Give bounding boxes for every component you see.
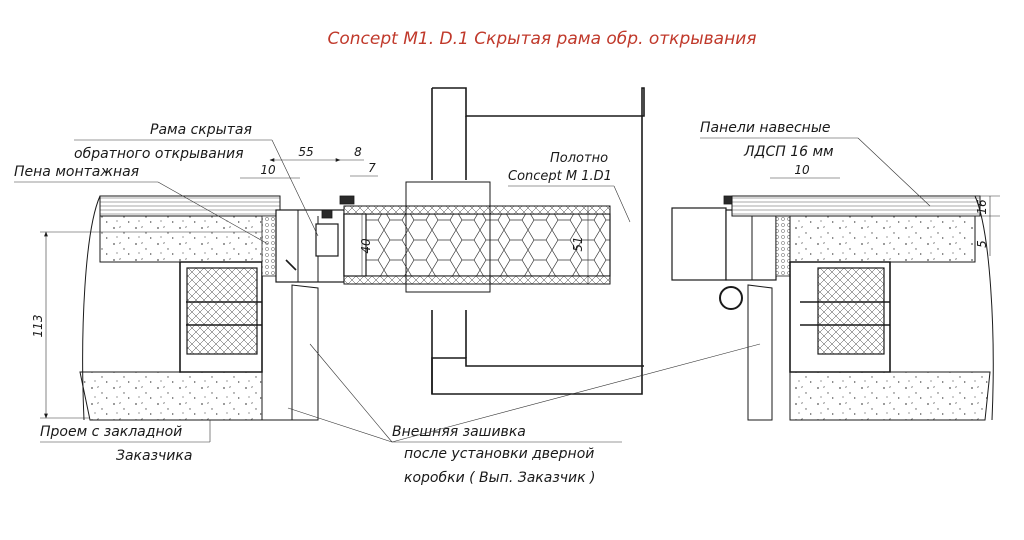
label-panels-line2: ЛДСП 16 мм: [743, 144, 834, 160]
leader: [309, 343, 393, 443]
label-opening-line2: Заказчика: [116, 448, 192, 464]
label-frame-line2: обратного открывания: [74, 146, 244, 162]
hinge-knob: [719, 286, 743, 310]
right-frame-profile: [725, 209, 777, 281]
door-leaf-skin-bottom: [343, 275, 611, 285]
door-leaf-edge: [343, 213, 367, 277]
dim-10-right: 10: [794, 163, 810, 177]
dim-5: 5: [975, 240, 989, 248]
left-frame-chamber: [315, 223, 339, 257]
right-concrete-lower: [789, 371, 991, 421]
leader: [391, 343, 761, 443]
leader: [271, 139, 319, 237]
left-concrete-lower: [79, 371, 263, 421]
leader: [613, 185, 631, 223]
label-cladding-line1: Внешняя зашивка: [392, 424, 526, 440]
dim-10-left: 10: [260, 163, 276, 177]
right-panel: [731, 195, 981, 217]
label-leaf-line1: Полотно: [550, 151, 608, 166]
left-embed-block: [186, 267, 258, 355]
left-wall-edge: [82, 195, 101, 421]
label-cladding-line2: после установки дверной: [404, 446, 594, 462]
door-leaf-core: [343, 213, 611, 277]
label-foam: Пена монтажная: [14, 164, 139, 180]
right-embed-block: [817, 267, 885, 355]
left-opening-outline: [179, 261, 263, 373]
right-leaf-profile: [671, 207, 727, 281]
dim-113: 113: [31, 315, 45, 338]
left-panel: [99, 195, 281, 217]
label-frame-line1: Рама скрытая: [150, 122, 252, 138]
label-opening-line1: Проем с закладной: [40, 424, 182, 440]
label-leaf-line2: Concept М 1.D1: [508, 169, 612, 184]
door-leaf: [343, 205, 611, 285]
left-frame: [261, 195, 355, 283]
dim-8: 8: [354, 145, 362, 159]
dim-55: 55: [298, 145, 313, 159]
dim-7: 7: [368, 161, 376, 175]
drawing-title: Concept M1. D.1 Скрытая рама обр. открыв…: [328, 29, 757, 49]
door-leaf-skin-top: [343, 205, 611, 215]
right-concrete-upper: [789, 215, 976, 263]
left-seal: [339, 195, 355, 205]
annotations: Рама скрытая обратного открывания Пена м…: [14, 120, 931, 486]
left-foam: [261, 215, 277, 277]
right-frame: [671, 195, 791, 310]
right-opening-outline: [789, 261, 891, 373]
right-wall: [731, 195, 994, 421]
leader: [157, 181, 269, 245]
dim-40: 40: [359, 238, 373, 254]
central-section: [405, 87, 645, 395]
left-clip: [321, 209, 333, 219]
left-cladding: [291, 284, 319, 421]
dim-51: 51: [571, 236, 585, 251]
dim-16: 16: [975, 199, 989, 215]
label-panels-line1: Панели навесные: [700, 120, 830, 136]
right-wall-edge: [974, 195, 994, 421]
right-cladding: [747, 284, 773, 421]
line: [285, 259, 297, 271]
leader: [287, 407, 393, 443]
left-concrete-upper: [99, 215, 266, 263]
hinge-block: [405, 181, 491, 293]
label-cladding-line3: коробки ( Вып. Заказчик ): [404, 470, 596, 486]
bracket-outline: [431, 87, 645, 395]
leader: [857, 137, 931, 207]
right-foam: [775, 215, 791, 277]
